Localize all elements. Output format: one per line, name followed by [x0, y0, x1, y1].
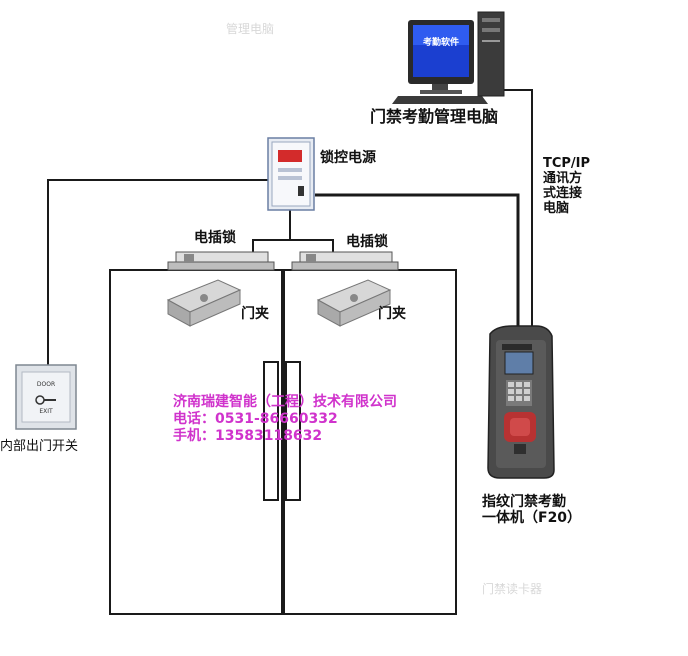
- exit-switch: DOOR EXIT: [15, 364, 77, 430]
- management-pc: 考勤软件: [392, 11, 505, 104]
- pc-network-wire: [502, 89, 533, 330]
- company-info: 济南瑞建智能（工程）技术有限公司 电话：0531-86660332 手机：135…: [173, 394, 397, 445]
- company-mobile: 手机：13583118632: [173, 428, 323, 444]
- terminal-line-1: 指纹门禁考勤: [482, 494, 566, 510]
- terminal-power-wire: [315, 193, 520, 330]
- exit-switch-label-bottom: EXIT: [39, 408, 53, 415]
- right-door-handle: [285, 361, 301, 501]
- wiring-lines: [47, 89, 533, 365]
- exit-switch-label-top: DOOR: [37, 381, 55, 388]
- terminal-line-2: 一体机（F20）: [482, 510, 582, 527]
- electric-lock-left: [167, 251, 275, 271]
- lock-left-label: 电插锁: [194, 230, 236, 246]
- fingerprint-terminal: [487, 325, 555, 479]
- exit-switch-wire: [47, 179, 268, 365]
- faded-bottom-label: 门禁读卡器: [482, 582, 543, 596]
- connection-method-label: TCP/IP 通讯方 式连接 电脑: [543, 156, 590, 216]
- company-phone: 电话：0531-86660332: [173, 411, 338, 427]
- clip-right-label: 门夹: [378, 306, 406, 322]
- pc-screen-text: 考勤软件: [423, 36, 459, 48]
- lock-power-supply: [267, 137, 315, 211]
- exit-switch-caption: 内部出门开关: [0, 439, 79, 454]
- pc-label: 门禁考勤管理电脑: [370, 107, 499, 126]
- left-door-handle: [263, 361, 279, 501]
- electric-lock-right: [291, 251, 399, 271]
- lock-right-label: 电插锁: [346, 234, 388, 250]
- door-clip-left: [166, 279, 242, 327]
- clip-left-label: 门夹: [241, 306, 269, 322]
- connection-line-2: 通讯方: [543, 171, 583, 186]
- lock-bus-wire: [252, 239, 334, 258]
- connection-line-1: TCP/IP: [543, 156, 591, 171]
- connection-line-4: 电脑: [543, 201, 570, 216]
- connection-line-3: 式连接: [543, 186, 583, 201]
- power-supply-label: 锁控电源: [320, 150, 376, 166]
- door-clip-right: [316, 279, 392, 327]
- company-name: 济南瑞建智能（工程）技术有限公司: [173, 394, 397, 410]
- faded-top-label: 管理电脑: [226, 22, 275, 36]
- terminal-label: 指纹门禁考勤 一体机（F20）: [482, 494, 581, 526]
